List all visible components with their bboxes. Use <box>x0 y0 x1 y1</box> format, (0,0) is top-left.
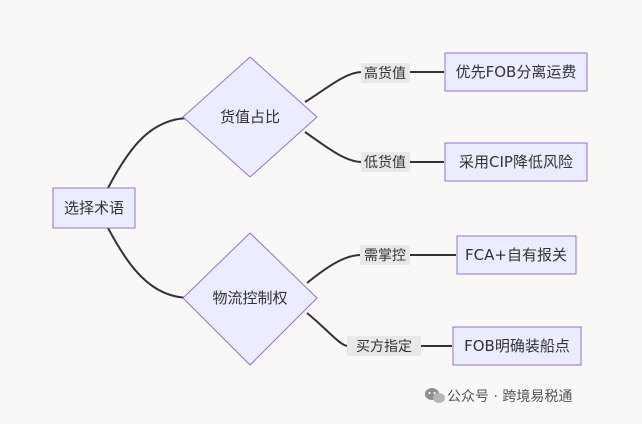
root-node-label: 选择术语 <box>64 199 124 217</box>
edge-root-to-logistics-control <box>107 227 191 299</box>
wechat-icon <box>425 388 445 403</box>
leaf-cip-reduce-risk-label: 采用CIP降低风险 <box>459 153 573 171</box>
edge-label-buyer-designated: 买方指定 <box>356 339 412 355</box>
leaf-fca-own-customs-box <box>456 235 577 275</box>
edge-value-ratio-to-low <box>304 131 363 163</box>
edge-label-low-value: 低货值 <box>364 154 406 171</box>
edge-label-bg-need-control <box>360 245 410 265</box>
leaf-fob-loading-point-label: FOB明确装船点 <box>464 337 570 355</box>
leaf-cip-reduce-risk-box <box>444 142 588 182</box>
edge-label-bg-low-value <box>361 152 410 172</box>
decision-logistics-control <box>182 232 318 366</box>
edge-root-to-value-ratio <box>107 117 191 189</box>
edge-label-need-control: 需掌控 <box>364 248 406 264</box>
decision-logistics-control-label: 物流控制权 <box>212 289 287 307</box>
root-node-box <box>52 187 136 229</box>
leaf-fob-loading-point-box <box>452 326 582 366</box>
edge-label-bg-high-value <box>361 63 410 83</box>
edge-logistics-to-need-control <box>306 254 362 284</box>
edge-label-bg-buyer-designated <box>347 336 421 356</box>
edge-value-ratio-to-high <box>304 71 363 103</box>
decision-value-ratio-label: 货值占比 <box>220 108 280 126</box>
edge-logistics-to-buyer-designated <box>306 312 349 347</box>
leaf-fob-separate-freight-label: 优先FOB分离运费 <box>456 63 577 81</box>
watermark-text: 公众号 · 跨境易税通 <box>447 389 572 405</box>
leaf-fca-own-customs-label: FCA+自有报关 <box>465 246 567 264</box>
edge-label-high-value: 高货值 <box>364 65 406 82</box>
leaf-fob-separate-freight-box <box>444 52 588 92</box>
decision-value-ratio <box>182 56 318 178</box>
